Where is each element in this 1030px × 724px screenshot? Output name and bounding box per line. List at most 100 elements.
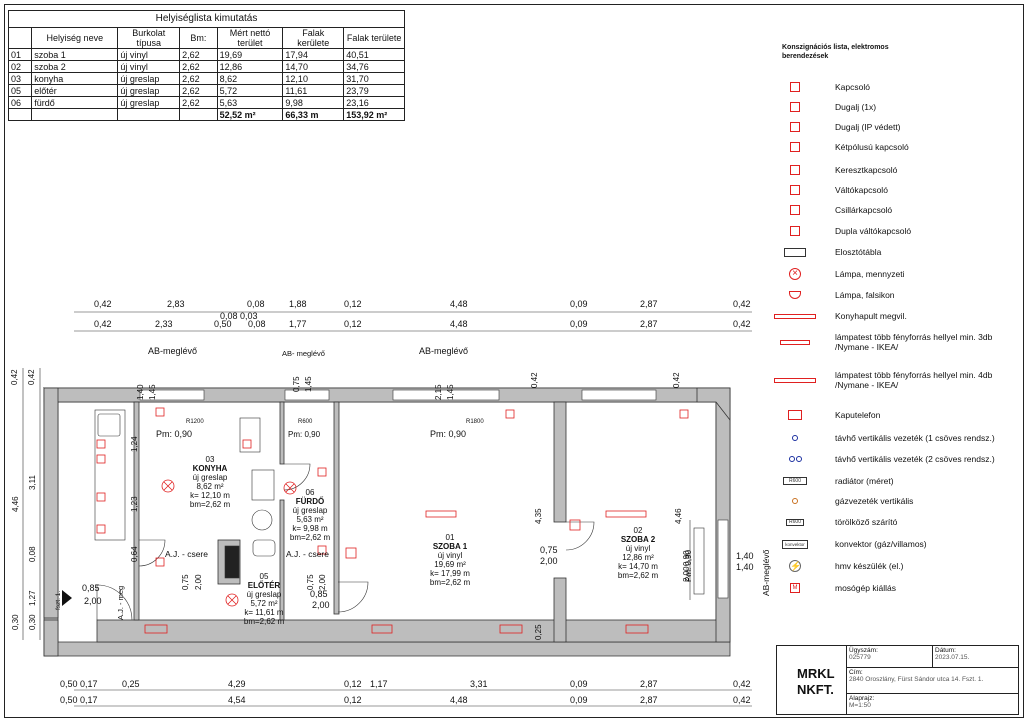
total-wall-area: 153,92 m² xyxy=(343,108,405,121)
dimension-label: 0,50 xyxy=(60,695,78,705)
case-number-cell: Ügyszám: 025779 xyxy=(847,646,933,668)
dimension-label: 2,87 xyxy=(640,695,658,705)
legend-label: Dugalj (IP védett) xyxy=(835,122,901,132)
sheet-border xyxy=(4,4,1024,718)
socket-icon xyxy=(770,102,820,112)
dimension-label: 4,48 xyxy=(450,695,468,705)
dimension-label: 0,17 xyxy=(80,679,98,689)
door-note: A.J. - csere xyxy=(286,549,329,559)
room-label-szoba1: 01 SZOBA 1 új vinyl 19,69 m² k= 17,99 m … xyxy=(405,533,495,587)
water-heater-icon: ⚡ xyxy=(789,560,802,572)
legend-title: Konszignációs lista, elektromos berendez… xyxy=(782,44,889,60)
scale: M=1:50 xyxy=(849,702,871,709)
room-perimeter: k= 11,61 m xyxy=(244,608,284,617)
dimension-label: 2,83 xyxy=(167,299,185,309)
room-height: bm=2,62 m xyxy=(617,571,659,580)
table-header: Falak kerülete xyxy=(282,27,345,49)
legend-label: konvektor (gáz/villamos) xyxy=(835,539,927,549)
table-cell xyxy=(179,108,218,121)
legend-item: lámpatest több fényforrás hellyel min. 3… xyxy=(770,332,1020,352)
room-perimeter: k= 14,70 m xyxy=(618,562,658,571)
dimension-label: 1,17 xyxy=(370,679,388,689)
dimension-label: 2,00 xyxy=(84,596,102,606)
legend-label: Csillárkapcsoló xyxy=(835,205,893,215)
dimension-label: 0,25 xyxy=(534,624,543,640)
address-cell: Cím: 2840 Oroszlány, Fürst Sándor utca 1… xyxy=(847,668,1019,694)
changeover-switch-icon xyxy=(770,185,820,195)
dimension-label: 0,09 xyxy=(570,695,588,705)
ab-label: AB-meglévő xyxy=(419,346,469,356)
dimension-label: 2,87 xyxy=(640,319,658,329)
dimension-label: 0,30 xyxy=(11,614,20,630)
dimension-label: 1,24 xyxy=(130,436,139,452)
legend-label: Keresztkapcsoló xyxy=(835,165,898,175)
double-pole-switch-icon xyxy=(770,142,820,152)
radiator-icon: R600 xyxy=(770,477,820,485)
logo-line: MRKL xyxy=(797,666,835,681)
legend-item: távhő vertikális vezeték (2 csöves rends… xyxy=(770,450,1020,468)
legend-item: Dugalj (1x) xyxy=(770,98,1020,116)
dimension-label: 1,45 xyxy=(304,376,313,392)
legend-item: lámpatest több fényforrás hellyel min. 4… xyxy=(770,370,1020,390)
legend-label: lámpatest több fényforrás hellyel min. 3… xyxy=(835,332,993,352)
dimension-label: 0,75 xyxy=(181,574,190,590)
legend-item: gázvezeték vertikális xyxy=(770,492,1020,510)
room-area: 12,86 m² xyxy=(622,553,654,562)
dimension-label: 0,42 xyxy=(94,319,112,329)
date-cell: Dátum: 2023.07.15. xyxy=(933,646,1019,668)
dimension-label: 1,40 xyxy=(736,551,754,561)
legend-label: gázvezeték vertikális xyxy=(835,496,914,506)
legend-item: ⚡hmv készülék (el.) xyxy=(770,557,1020,575)
dimension-label: 0,42 xyxy=(27,369,36,385)
dimension-label: 0,17 xyxy=(80,695,98,705)
legend-item: távhő vertikális vezeték (1 csöves rends… xyxy=(770,429,1020,447)
dimension-label: 0,85 xyxy=(82,583,100,593)
dimension-label: 2,00 xyxy=(194,574,203,590)
legend-label: Konyhapult megvil. xyxy=(835,311,907,321)
radiator-size: R600 xyxy=(298,419,313,425)
dimension-label: 0,12 xyxy=(344,299,362,309)
dimension-label: 3,31 xyxy=(470,679,488,689)
dimension-label: 0,42 xyxy=(672,372,681,388)
room-label-konyha: 03 KONYHA új greslap 8,62 m² k= 12,10 m … xyxy=(170,455,250,509)
room-floor: új greslap xyxy=(246,590,282,599)
dimension-label: 1,45 xyxy=(446,384,455,400)
room-area: 19,69 m² xyxy=(434,560,466,569)
field-label: Ügyszám: xyxy=(849,647,878,654)
dimension-label: 0,30 xyxy=(28,614,37,630)
company-logo: MRKL NKFT. xyxy=(777,646,847,714)
legend-label: lámpatest több fényforrás hellyel min. 4… xyxy=(835,370,993,390)
title-block: MRKL NKFT. Ügyszám: 025779 Dátum: 2023.0… xyxy=(776,645,1019,715)
legend-item: Keresztkapcsoló xyxy=(770,161,1020,179)
ab-label: AB-meglévő xyxy=(761,549,771,596)
dimension-label: 0,12 xyxy=(344,695,362,705)
dimension-label: 0,42 xyxy=(10,369,19,385)
door-note: A.J. - meg xyxy=(116,585,125,620)
room-number: 01 xyxy=(445,533,455,542)
windows xyxy=(139,389,729,599)
table-cell xyxy=(7,108,33,121)
dimension-label: 0,25 xyxy=(122,679,140,689)
dimension-label: 1,40 xyxy=(136,384,145,400)
room-area: 5,63 m² xyxy=(296,515,324,524)
legend-label: távhő vertikális vezeték (2 csöves rends… xyxy=(835,454,995,464)
electrical-symbols xyxy=(96,407,689,634)
room-height: bm=2,62 m xyxy=(243,617,285,626)
dimension-label: 0,12 xyxy=(344,319,362,329)
room-name: ELŐTÉR xyxy=(247,581,281,590)
room-area: 5,72 m² xyxy=(250,599,278,608)
room-height: bm=2,62 m xyxy=(189,500,231,509)
room-list-table: Helyiséglista kimutatás Helyiség neve Bu… xyxy=(7,10,405,121)
dimension-label: 2,87 xyxy=(640,679,658,689)
dimension-label: 1,40 xyxy=(736,562,754,572)
room-floor: új vinyl xyxy=(437,551,463,560)
wall-lamp-icon xyxy=(770,291,820,299)
room-name: FÜRDŐ xyxy=(295,497,325,506)
room-name: SZOBA 2 xyxy=(620,535,656,544)
dimension-label: 4,29 xyxy=(228,679,246,689)
